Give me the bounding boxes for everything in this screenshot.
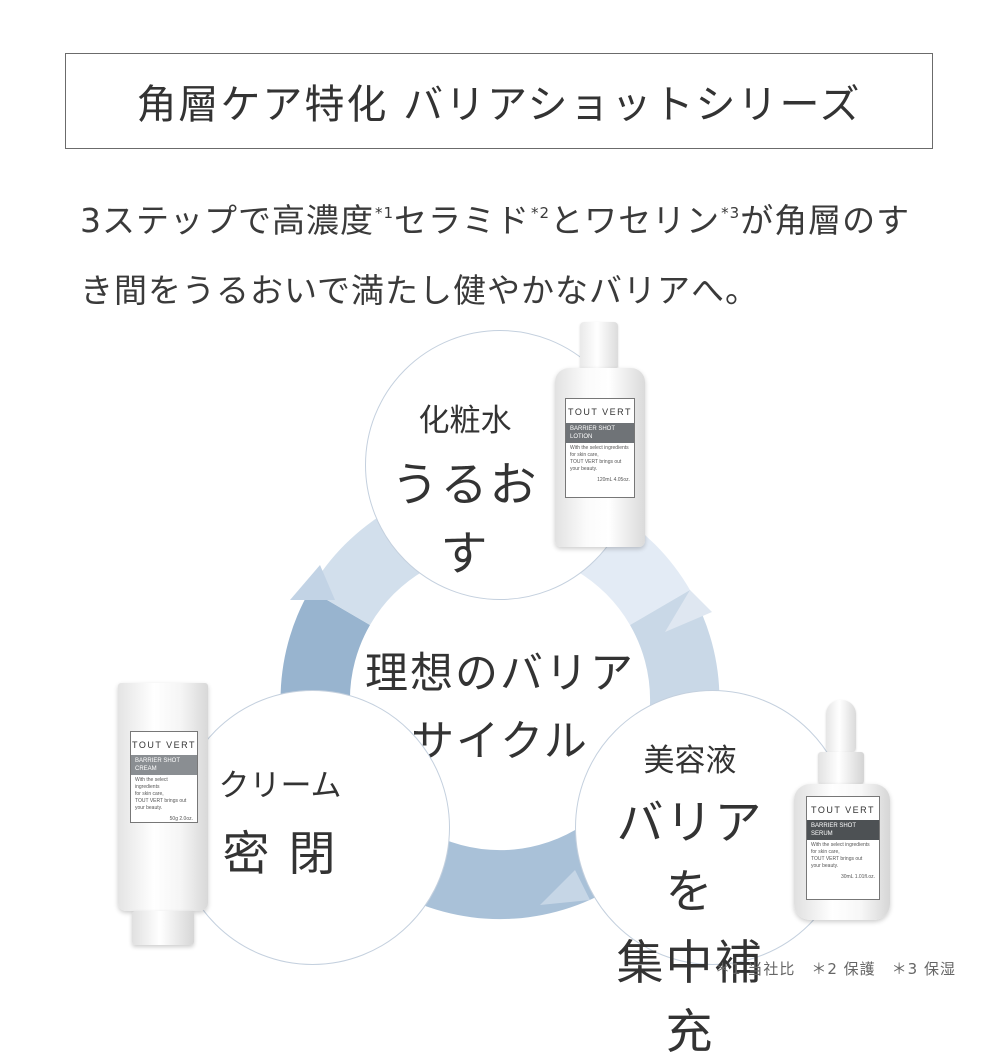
cream-tube-cap: [132, 911, 194, 945]
cycle-center-line-2: サイクル: [411, 717, 589, 767]
cream-effect: 密 閉: [222, 827, 338, 882]
cycle-center-line-1: 理想のバリア: [365, 649, 635, 699]
serum-bottle: TOUT VERT BARRIER SHOT SERUM With the se…: [794, 700, 890, 920]
lotion-bottle: TOUT VERT BARRIER SHOT LOTION With the s…: [555, 322, 645, 547]
cream-circle: [175, 690, 450, 965]
cream-tube-body: TOUT VERT BARRIER SHOT CREAM With the se…: [118, 683, 208, 911]
serum-dropper-bulb: [826, 700, 856, 752]
serum-text: 美容液 バリアを 集中補充: [600, 735, 780, 1062]
cream-category: クリーム: [218, 768, 342, 804]
page-title: 角層ケア特化 バリアショットシリーズ: [65, 53, 933, 149]
lotion-bottle-cap: [580, 322, 618, 368]
lotion-label: TOUT VERT BARRIER SHOT LOTION With the s…: [565, 398, 635, 498]
ring-arrow-right: [665, 590, 712, 632]
cycle-center-text: 理想のバリア サイクル: [345, 640, 655, 776]
description: 3ステップで高濃度*1セラミド*2とワセリン*3が角層のす き間をうるおいで満た…: [80, 178, 950, 326]
serum-bottle-body: TOUT VERT BARRIER SHOT SERUM With the se…: [794, 784, 890, 920]
serum-dropper-collar: [818, 752, 864, 784]
footnotes: ＊1 当社比 ＊2 保護 ＊3 保湿: [715, 960, 956, 978]
serum-label: TOUT VERT BARRIER SHOT SERUM With the se…: [806, 796, 880, 900]
cream-tube: TOUT VERT BARRIER SHOT CREAM With the se…: [118, 683, 208, 945]
ring-arrow-left: [290, 565, 335, 600]
description-line-2: き間をうるおいで満たし健やかなバリアへ。: [80, 271, 760, 310]
ring-arrow-bottom: [540, 870, 590, 905]
cream-text: クリーム 密 閉: [205, 760, 355, 884]
lotion-category: 化粧水: [418, 403, 512, 439]
cream-label: TOUT VERT BARRIER SHOT CREAM With the se…: [130, 731, 198, 823]
lotion-bottle-body: TOUT VERT BARRIER SHOT LOTION With the s…: [555, 368, 645, 547]
description-line-1: 3ステップで高濃度*1セラミド*2とワセリン*3が角層のす: [80, 201, 911, 240]
lotion-text: 化粧水 うるおす: [380, 395, 550, 584]
serum-category: 美容液: [643, 743, 737, 779]
lotion-effect: うるおす: [391, 458, 539, 582]
serum-effect-line-2: 集中補充: [616, 936, 764, 1060]
serum-effect-line-1: バリアを: [616, 796, 764, 920]
